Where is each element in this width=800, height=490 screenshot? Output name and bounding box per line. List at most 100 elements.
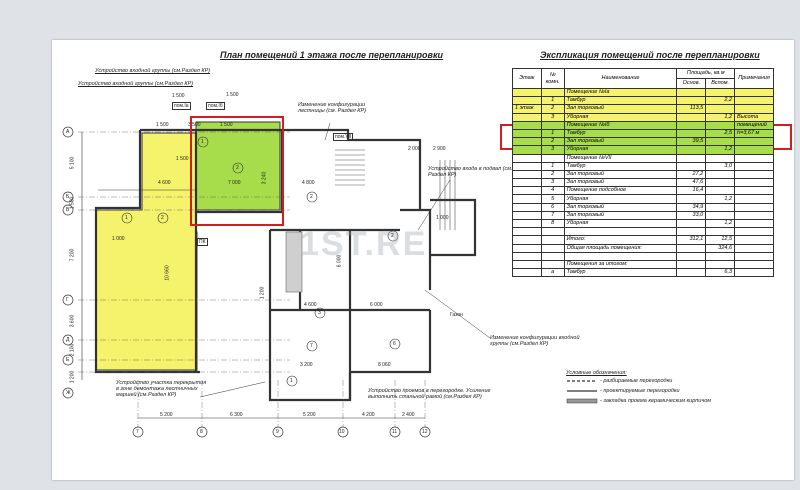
row-num: а — [540, 268, 565, 278]
row-area-main — [676, 128, 707, 139]
explication-table: Этаж № комн. Наименование Площадь, кв.м … — [512, 68, 774, 278]
row-area-aux — [705, 202, 736, 212]
row-area-main: 34,9 — [676, 202, 707, 212]
note-entrance-group-second: Устройство входной группы (см.Раздел КР) — [78, 81, 194, 87]
row-area-aux: 12,5 — [705, 235, 736, 245]
row-area-main — [676, 153, 707, 163]
dim-misc-2: 1 500 — [226, 92, 239, 98]
row-num: 3 — [540, 178, 565, 188]
row-floor — [512, 243, 542, 253]
row-area-aux: 1,2 — [705, 112, 736, 122]
room-number: 2 — [236, 165, 239, 171]
row-num — [540, 243, 565, 253]
row-num: 7 — [540, 210, 565, 221]
row-floor — [512, 202, 542, 212]
row-area-main: 312,1 — [676, 235, 707, 245]
row-floor — [512, 128, 542, 139]
row-floor — [512, 210, 542, 221]
row-area-main: 16,4 — [676, 186, 707, 196]
dim-left-1: 5 100 — [69, 156, 76, 170]
row-floor — [512, 251, 542, 261]
row-area-main: 39,5 — [676, 137, 707, 147]
dim-misc-8: 7 000 — [228, 180, 241, 186]
note-ceiling-opening: Устройство участка перекрытия в зоне дем… — [116, 380, 207, 398]
note-change-config: Изменение конфигурации лестницы (см. Раз… — [298, 102, 367, 114]
table-title: Экспликация помещений после перепланиров… — [540, 50, 760, 60]
hatched-area — [285, 231, 303, 293]
row-num: 3 — [540, 112, 565, 122]
axis-left-e: Е — [66, 357, 70, 363]
row-area-aux — [705, 137, 736, 147]
row-floor — [512, 268, 542, 278]
row-note — [734, 210, 774, 221]
header-name: Наименование — [563, 68, 678, 89]
row-name: Уборная — [563, 194, 678, 204]
dim-misc-6: 1 500 — [176, 156, 189, 162]
row-num: 1 — [540, 128, 565, 139]
room-ia-fill — [95, 132, 198, 371]
table-row: Помещение №VII — [512, 153, 774, 163]
row-name: Общая площадь помещения: — [563, 243, 678, 253]
row-floor — [512, 227, 542, 237]
row-floor — [512, 178, 542, 188]
dim-misc-21: 1 000 — [436, 215, 449, 221]
row-note — [734, 137, 774, 147]
row-floor — [512, 235, 542, 245]
row-note — [734, 202, 774, 212]
row-floor — [512, 87, 542, 98]
row-floor — [512, 194, 542, 204]
header-notes: Примечания — [734, 68, 774, 89]
row-area-aux: 1,2 — [705, 145, 736, 155]
row-area-main — [676, 96, 707, 106]
row-num: 8 — [540, 218, 565, 229]
row-num — [540, 235, 565, 245]
room-number: 6 — [393, 341, 396, 347]
row-area-main — [676, 112, 707, 122]
row-note: Высота — [734, 112, 774, 122]
dim-bottom-3: 5 200 — [303, 412, 316, 418]
row-area-aux — [705, 259, 736, 270]
label-lawn: Газон — [450, 312, 463, 318]
row-area-main: 27,2 — [676, 169, 707, 180]
room-number: 1 — [201, 139, 204, 145]
row-area-aux: 2,5 — [705, 128, 736, 139]
axis-left-v: В — [66, 207, 70, 213]
row-area-aux: 2,2 — [705, 96, 736, 106]
axes-lines — [78, 131, 426, 430]
dim-misc-4: 3 500 — [188, 122, 201, 128]
dim-misc-12: 1 000 — [112, 236, 125, 242]
row-name — [563, 251, 678, 261]
row-note — [734, 87, 774, 98]
row-name: Тамбур — [563, 96, 678, 106]
label-pom-1a: пом.Iа — [172, 102, 191, 110]
legend-item-dismantled: - разбираемые перегородки — [600, 378, 673, 384]
row-note — [734, 194, 774, 204]
row-floor — [512, 145, 542, 155]
row-name: Тамбур — [563, 128, 678, 139]
row-note — [734, 235, 774, 245]
row-note — [734, 227, 774, 237]
axis-bottom-7: 7 — [136, 429, 139, 435]
room-number: 1 — [290, 378, 293, 384]
dim-left-2: 1 500 — [69, 196, 76, 210]
row-name: Зал торговый — [563, 210, 678, 221]
note-entrance-group-top: Устройство входной группы (см.Раздел КР) — [95, 68, 211, 74]
axis-left-a: А — [66, 129, 70, 135]
row-note — [734, 243, 774, 253]
dim-misc-7: 4 600 — [158, 180, 171, 186]
row-num: 3 — [540, 145, 565, 155]
row-area-aux — [705, 227, 736, 237]
row-name: Зал торговый — [563, 169, 678, 180]
row-area-aux: 3,0 — [705, 161, 736, 171]
row-area-main — [676, 120, 707, 130]
